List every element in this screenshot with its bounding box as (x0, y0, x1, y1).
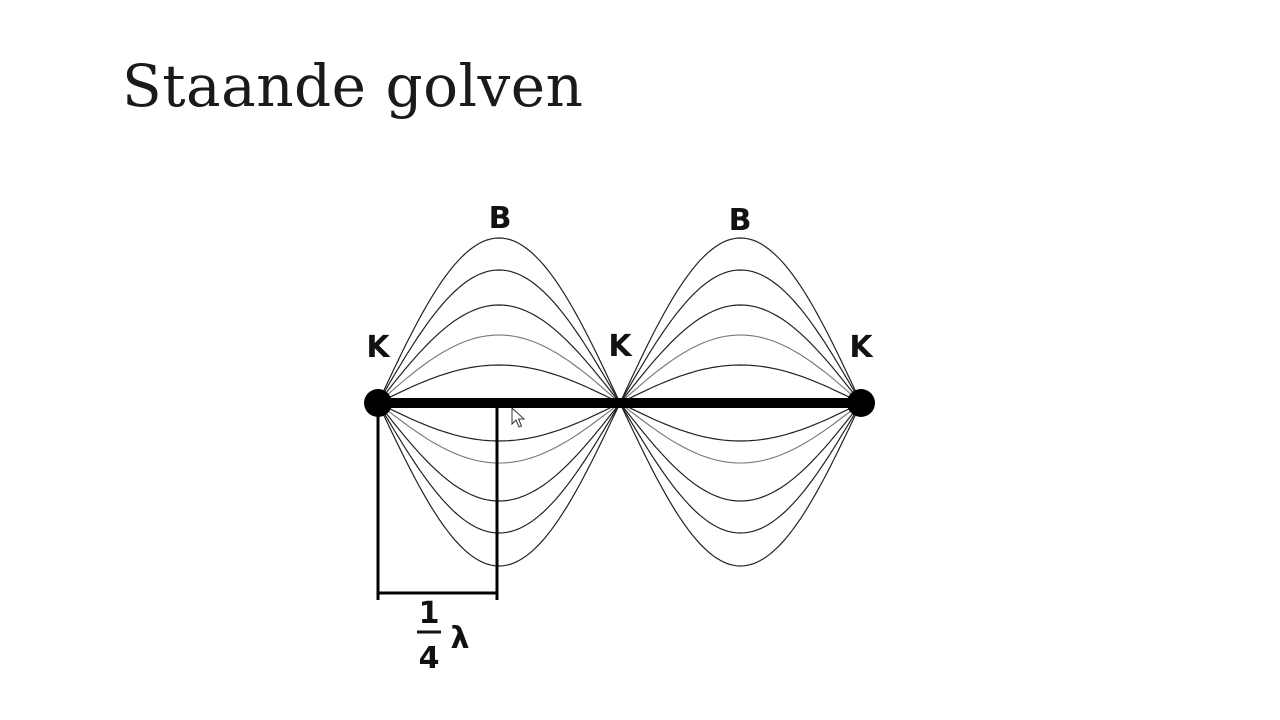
wave-curve-2-4 (619, 334, 862, 404)
fraction-numerator: 1 (419, 596, 440, 631)
wave-curve-1-8 (377, 402, 621, 502)
wave-curve-1-10 (377, 402, 621, 567)
page-title: Staande golven (122, 52, 584, 120)
wave-curve-2-5 (619, 364, 862, 404)
wave-envelopes (377, 237, 862, 567)
wave-curve-1-4 (377, 334, 621, 404)
wave-curve-1-5 (377, 364, 621, 404)
quarter-lambda-label: 1 4 λ (417, 596, 470, 676)
node-label-middle: K (608, 329, 633, 364)
antinode-label-right: B (729, 203, 752, 238)
wave-curve-2-1 (619, 237, 862, 404)
wave-curve-2-7 (619, 402, 862, 464)
mouse-pointer-icon (511, 406, 526, 428)
wave-curve-2-3 (619, 304, 862, 404)
wave-curve-1-3 (377, 304, 621, 404)
wave-curve-1-7 (377, 402, 621, 464)
wave-curve-2-10 (619, 402, 862, 567)
node-label-left: K (366, 330, 391, 365)
fraction-denominator: 4 (419, 641, 440, 676)
wave-curve-1-1 (377, 237, 621, 404)
wave-curve-1-6 (377, 402, 621, 442)
wave-curve-2-9 (619, 402, 862, 534)
node-dot-right (847, 389, 875, 417)
antinode-label-left: B (489, 201, 512, 236)
lambda-symbol: λ (451, 621, 470, 656)
wave-curve-2-8 (619, 402, 862, 502)
quarter-wavelength-bracket (376, 403, 499, 600)
wave-curve-2-2 (619, 269, 862, 404)
node-label-right: K (849, 330, 874, 365)
wave-curve-1-2 (377, 269, 621, 404)
wave-curve-2-6 (619, 402, 862, 442)
wave-curve-1-9 (377, 402, 621, 534)
